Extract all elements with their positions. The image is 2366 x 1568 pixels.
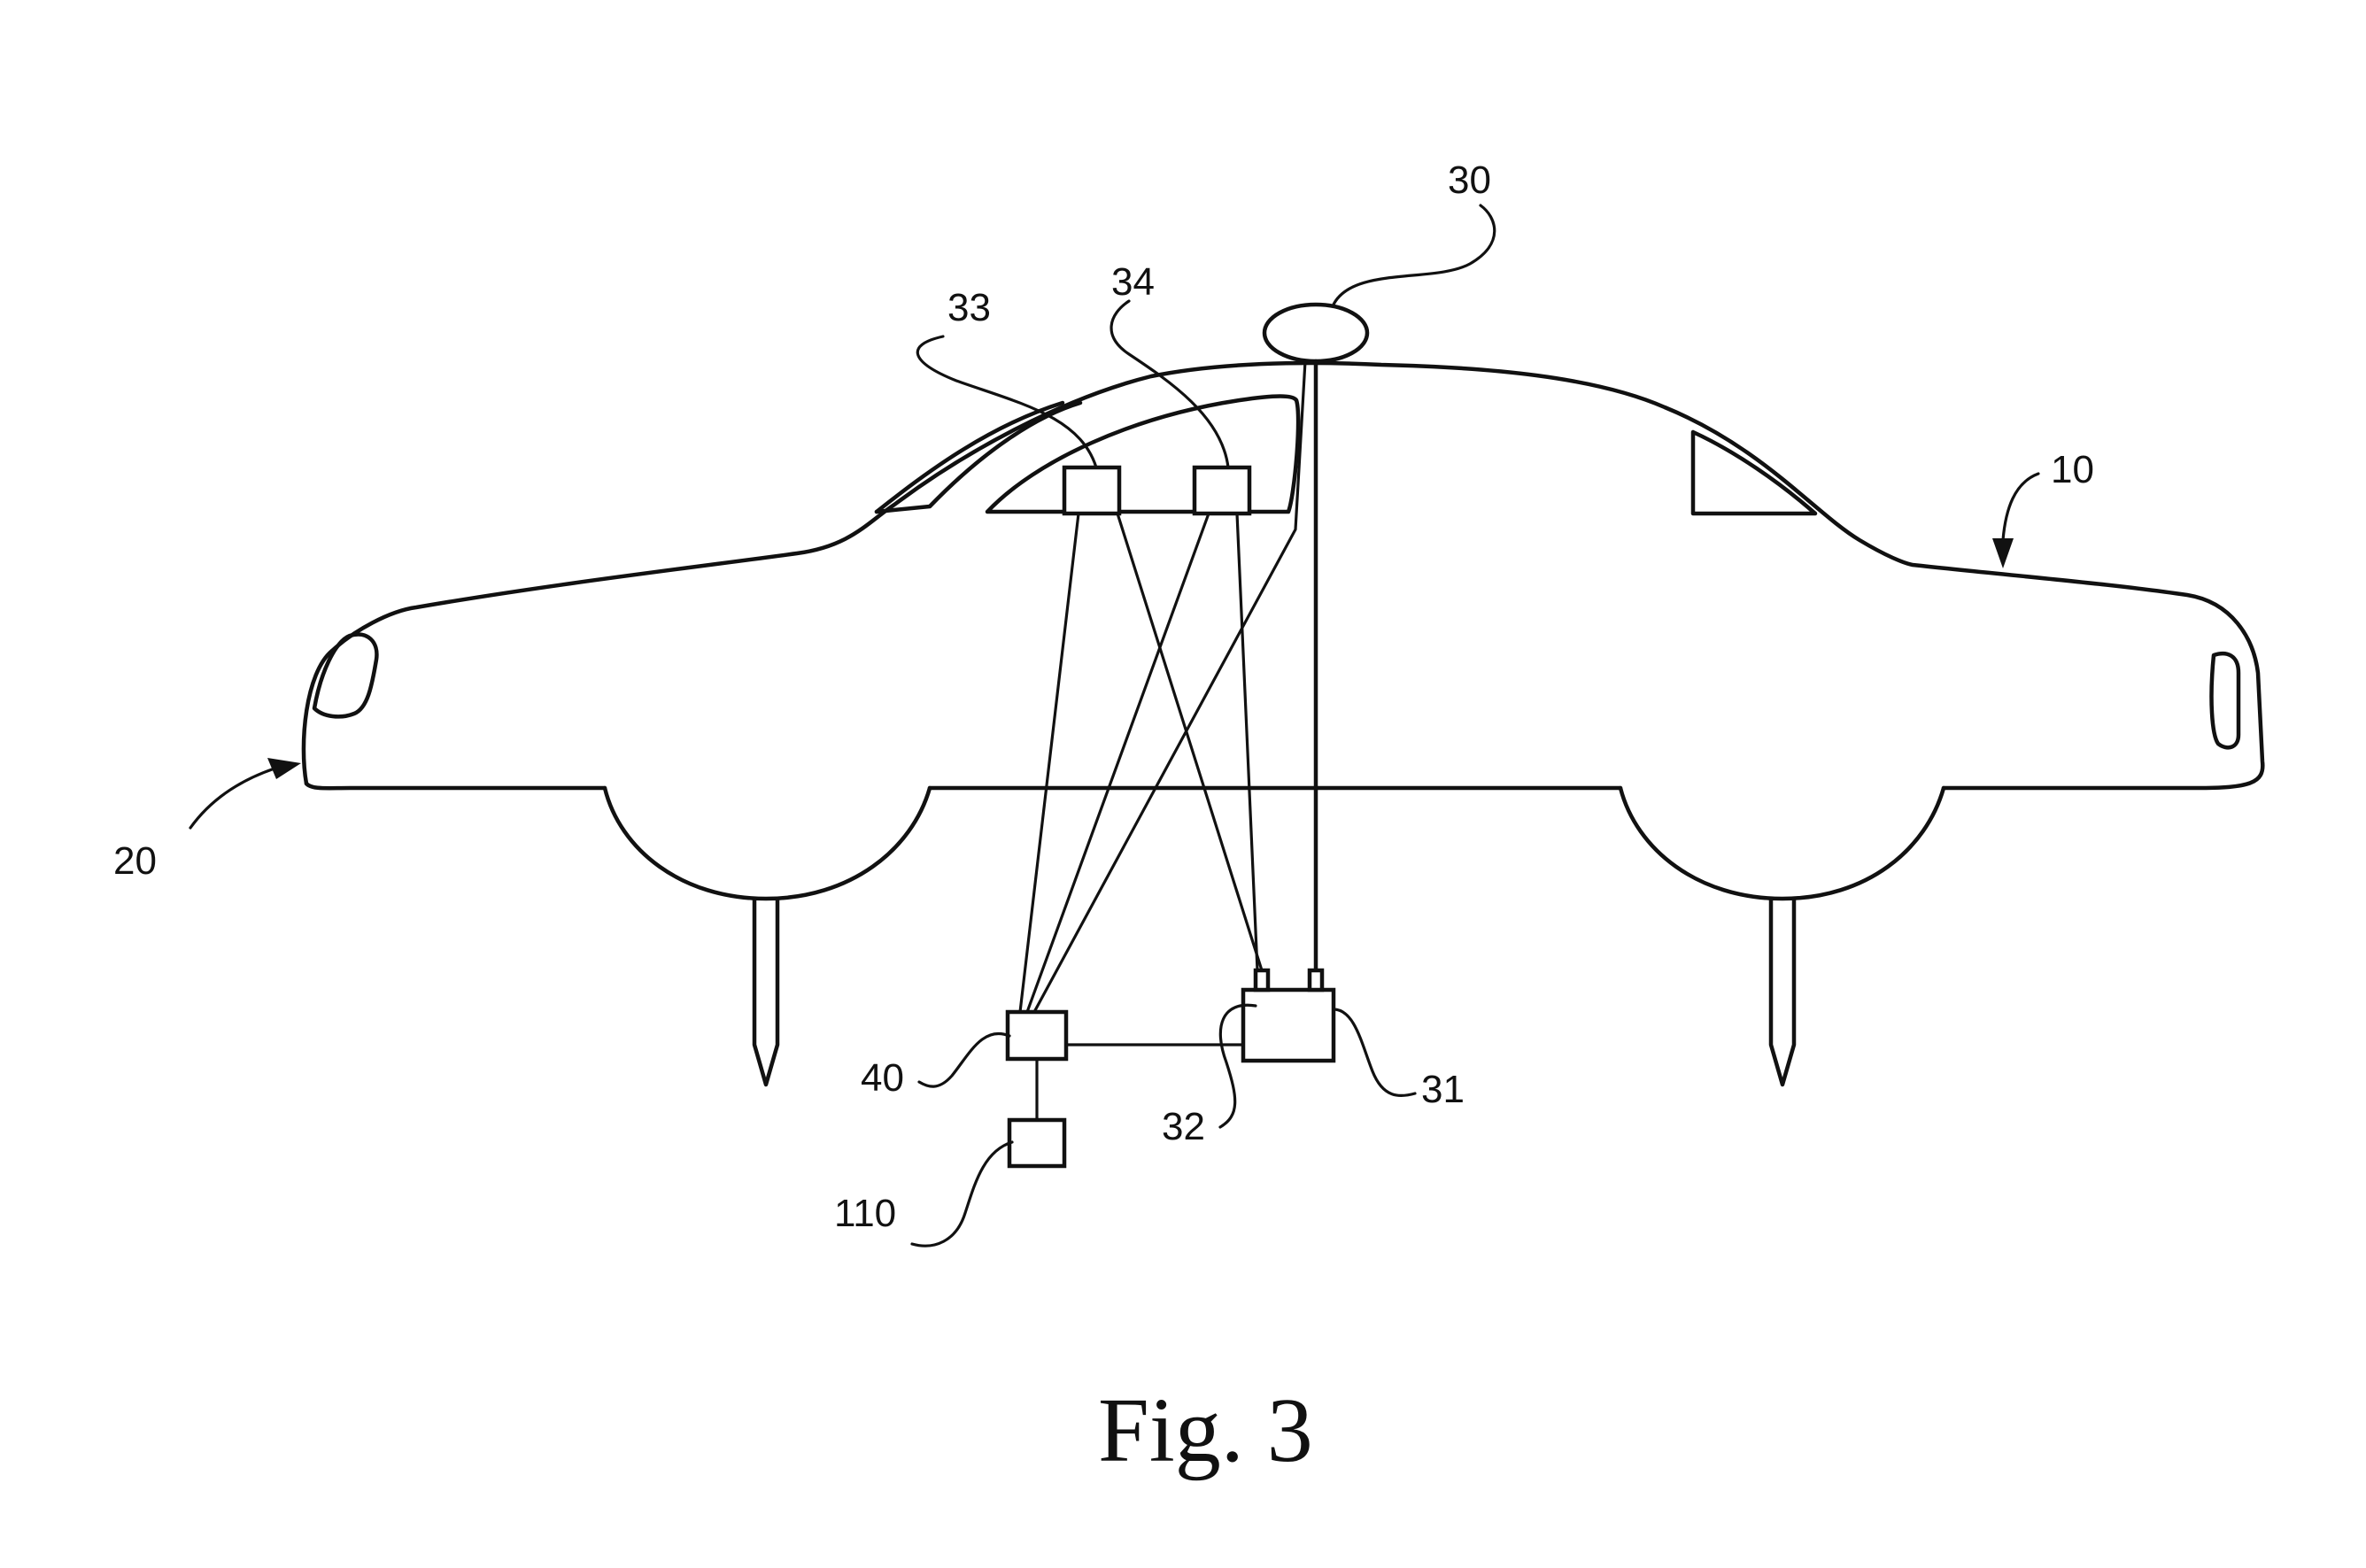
leader-31 xyxy=(1334,1009,1415,1095)
rear-window xyxy=(1693,432,1815,514)
vehicle-body xyxy=(304,363,2262,899)
label-30: 30 xyxy=(1448,158,1491,202)
headlight xyxy=(314,635,376,717)
front-ground-probe xyxy=(754,899,777,1085)
camera-33 xyxy=(1064,467,1119,514)
label-20: 20 xyxy=(113,839,157,883)
leader-lines xyxy=(190,205,2038,1246)
rear-ground-probe xyxy=(1771,899,1794,1085)
label-110: 110 xyxy=(834,1192,896,1235)
label-10: 10 xyxy=(2051,448,2094,491)
output-module-110 xyxy=(1009,1120,1064,1166)
wire-topunit-processor xyxy=(1034,361,1305,1012)
processor-40 xyxy=(1008,1012,1066,1059)
leader-110 xyxy=(912,1142,1012,1246)
leader-30 xyxy=(1333,205,1495,306)
leader-10 xyxy=(2003,474,2038,540)
top-unit-30 xyxy=(1264,305,1367,361)
controller-31 xyxy=(1243,990,1334,1061)
taillight xyxy=(2212,653,2238,747)
leader-40 xyxy=(919,1033,1009,1086)
arrowhead-20 xyxy=(267,758,301,779)
vehicle-outline-top xyxy=(304,363,2262,788)
wire-camera33-processor xyxy=(1020,514,1079,1012)
figure-caption: Fig. 3 xyxy=(1098,1379,1313,1481)
label-40: 40 xyxy=(861,1056,904,1100)
label-31: 31 xyxy=(1421,1068,1465,1111)
controller-port-left xyxy=(1256,970,1268,990)
label-34: 34 xyxy=(1111,260,1155,304)
reference-labels: 30 33 34 10 20 40 32 31 110 xyxy=(113,158,2094,1235)
label-32: 32 xyxy=(1162,1105,1205,1148)
arrowhead-10 xyxy=(1992,538,2014,568)
front-wheel-arch xyxy=(605,788,930,899)
rear-wheel-arch xyxy=(1620,788,1944,899)
wire-camera34-processor xyxy=(1027,514,1209,1012)
leader-20 xyxy=(190,769,274,828)
controller-port-right xyxy=(1310,970,1322,990)
camera-34 xyxy=(1195,467,1249,514)
vehicle-outline-front-bottom xyxy=(306,784,605,788)
label-33: 33 xyxy=(947,286,991,329)
